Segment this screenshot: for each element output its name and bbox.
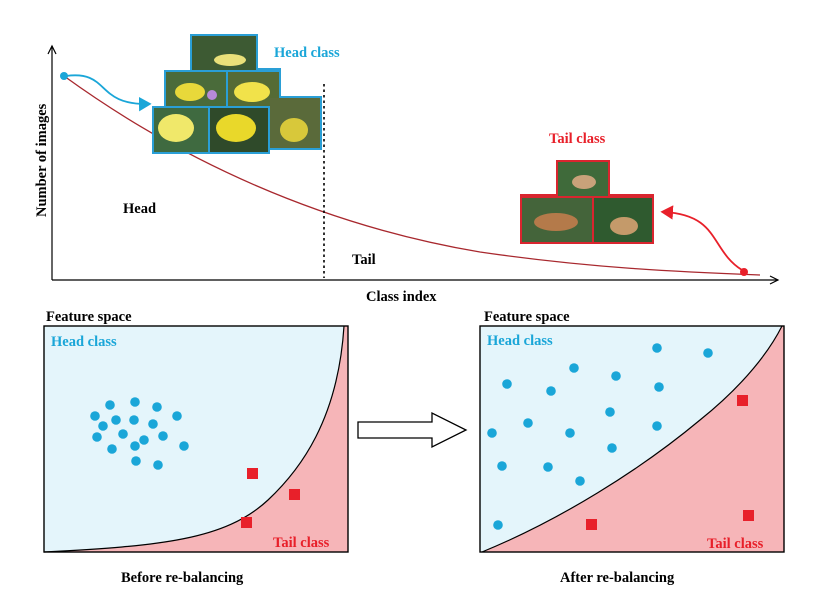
head-sample	[493, 520, 503, 530]
butterfly-icon	[214, 54, 246, 66]
moth-icon	[534, 213, 578, 231]
after-tail-region	[482, 326, 784, 552]
head-region-label: Head	[123, 201, 156, 217]
after-rebalancing-panel: Feature space Head class Tail class Afte…	[479, 309, 785, 586]
head-sample	[172, 411, 182, 421]
tail-class-image-collage	[520, 160, 654, 244]
head-sample	[139, 435, 149, 445]
butterfly-icon	[234, 82, 270, 102]
after-head-label: Head class	[487, 333, 553, 349]
tail-sample	[247, 468, 258, 479]
head-sample	[543, 462, 553, 472]
before-decision-boundary	[43, 325, 345, 553]
tail-pointer-icon	[660, 205, 743, 271]
right-arrow-icon	[357, 411, 468, 449]
head-sample	[179, 441, 189, 451]
head-sample	[129, 415, 139, 425]
head-sample	[158, 431, 168, 441]
after-decision-boundary	[481, 325, 783, 553]
before-head-label: Head class	[51, 334, 117, 350]
before-panel-title: Feature space	[46, 309, 132, 325]
head-sample	[148, 419, 158, 429]
butterfly-icon	[175, 83, 205, 101]
head-sample	[523, 418, 533, 428]
head-sample	[152, 402, 162, 412]
butterfly-icon	[216, 114, 256, 142]
head-sample	[607, 443, 617, 453]
head-class-title: Head class	[274, 45, 340, 61]
tail-sample	[586, 519, 597, 530]
head-sample	[107, 444, 117, 454]
head-sample	[502, 379, 512, 389]
tail-sample	[737, 395, 748, 406]
butterfly-icon	[280, 118, 308, 142]
head-sample	[654, 382, 664, 392]
head-sample	[130, 397, 140, 407]
before-head-samples	[90, 397, 189, 470]
moth-icon	[610, 217, 638, 235]
before-tail-samples	[241, 468, 300, 528]
after-panel-title: Feature space	[484, 309, 570, 325]
head-sample	[652, 421, 662, 431]
tail-sample	[743, 510, 754, 521]
head-sample	[569, 363, 579, 373]
head-sample	[575, 476, 585, 486]
tail-sample	[289, 489, 300, 500]
before-caption: Before re-balancing	[121, 570, 244, 586]
tail-sample	[241, 517, 252, 528]
before-tail-label: Tail class	[273, 535, 330, 551]
x-axis-arrowhead	[769, 275, 780, 285]
head-start-point	[60, 72, 68, 80]
head-sample	[118, 429, 128, 439]
butterfly-icon	[158, 114, 194, 142]
long-tail-plot: Number of images Class index Head Tail H…	[34, 44, 780, 305]
head-sample	[131, 456, 141, 466]
head-sample	[111, 415, 121, 425]
head-sample	[487, 428, 497, 438]
after-tail-label: Tail class	[707, 536, 764, 552]
tail-class-title: Tail class	[549, 131, 606, 147]
head-class-image-collage	[152, 34, 322, 154]
head-sample	[565, 428, 575, 438]
head-sample	[105, 400, 115, 410]
before-tail-region	[44, 326, 348, 552]
after-caption: After re-balancing	[560, 570, 675, 586]
head-sample	[98, 421, 108, 431]
head-sample	[130, 441, 140, 451]
head-sample	[546, 386, 556, 396]
head-sample	[652, 343, 662, 353]
y-axis-label: Number of images	[34, 103, 50, 217]
tail-region-label: Tail	[352, 252, 376, 268]
head-sample	[703, 348, 713, 358]
head-sample	[90, 411, 100, 421]
head-sample	[153, 460, 163, 470]
head-sample	[605, 407, 615, 417]
head-sample	[611, 371, 621, 381]
after-head-samples	[487, 343, 713, 530]
moth-icon	[572, 175, 596, 189]
y-axis-arrowhead	[47, 44, 57, 55]
x-axis-label: Class index	[366, 289, 437, 305]
before-rebalancing-panel: Feature space Head class Tail class Befo…	[43, 309, 349, 586]
head-sample	[92, 432, 102, 442]
head-pointer-icon	[65, 74, 152, 112]
head-sample	[497, 461, 507, 471]
after-tail-samples	[586, 395, 754, 530]
